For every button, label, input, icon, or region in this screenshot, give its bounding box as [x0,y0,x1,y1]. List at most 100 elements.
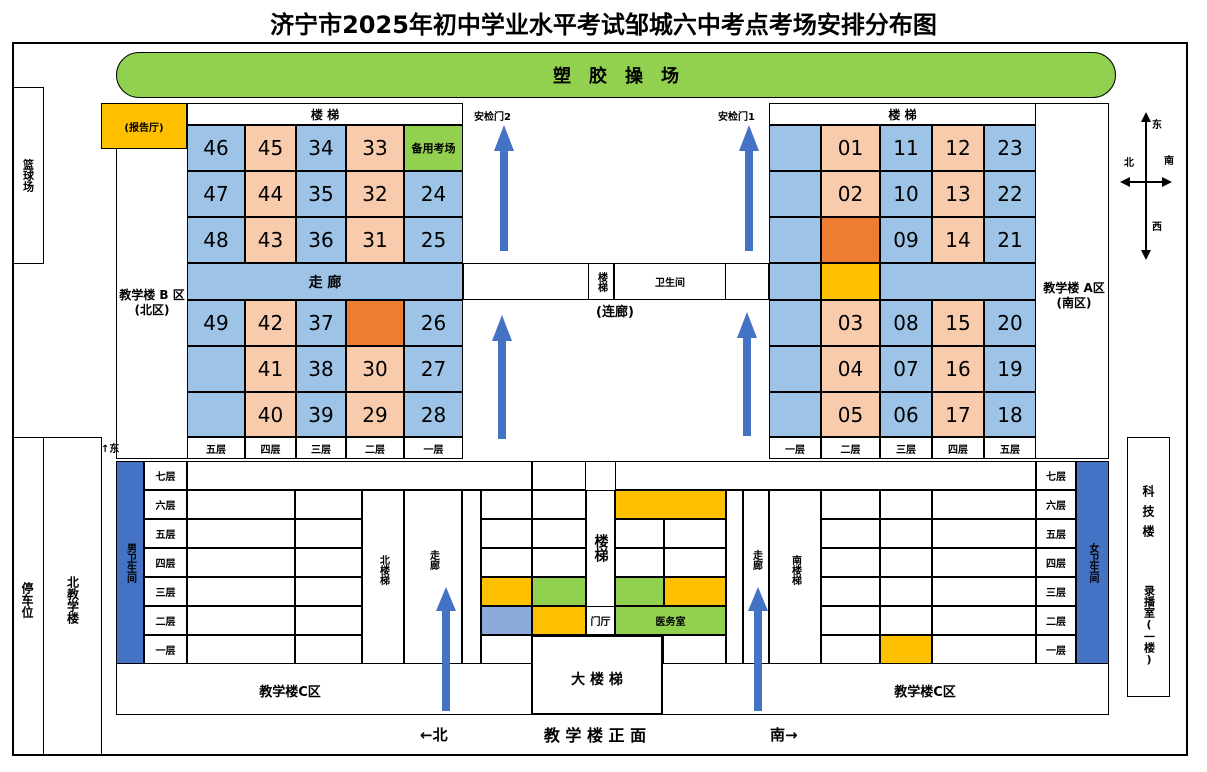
room-22: 22 [984,171,1036,217]
room-07: 07 [880,346,932,392]
c-floor-label: 六层 [1036,490,1076,519]
room-44: 44 [245,171,296,217]
room-13: 13 [932,171,984,217]
a-orange-room [821,217,880,263]
room-36: 36 [296,217,346,263]
building-a-grid: 01 11 12 23 02 10 13 22 09 14 21 03 08 1… [769,125,1036,437]
room-25: 25 [404,217,463,263]
arrow-up-icon [494,125,514,251]
b-blank-room [187,346,245,392]
compass-icon [1120,112,1172,260]
building-a-label: 教学楼 A区 (南区) [1043,281,1105,310]
arrow-up-icon [436,587,456,711]
north-building-label: 北教学楼 [65,576,80,624]
room-16: 16 [932,346,984,392]
c-floor-label: 一层 [1036,635,1076,664]
room-08: 08 [880,300,932,346]
east-marker: ↑东 [101,444,120,455]
c-floor-label: 三层 [1036,577,1076,606]
room-49: 49 [187,300,245,346]
room-39: 39 [296,392,346,437]
a-corridor-left [769,263,821,300]
big-stairs: 大 楼 梯 [531,635,663,715]
a-floor-label: 一层 [769,437,821,459]
room-37: 37 [296,300,346,346]
building-c-label-right: 教学楼C区 [894,684,956,700]
north-direction: ←北 [420,726,448,744]
room-01: 01 [821,125,880,171]
arrow-up-icon [739,125,759,251]
c-corridor-south: 走廊 [750,550,762,570]
a-corridor [880,263,1036,300]
report-hall: (报告厅) [101,103,187,149]
c-floor-label: 二层 [1036,606,1076,635]
c-floor-label: 七层 [1036,461,1076,490]
map-frame [12,42,1188,756]
b-floor-label: 二层 [346,437,404,459]
room-33: 33 [346,125,404,171]
c-corridor-north: 走廊 [427,550,439,570]
c-right-floors: 七层 六层 五层 四层 三层 二层 一层 [1036,461,1076,664]
a-yellow-block [821,263,880,300]
compass-south: 南 [1164,156,1174,167]
c-floor-label: 一层 [144,635,187,664]
room-12: 12 [932,125,984,171]
c-floor-label: 五层 [1036,519,1076,548]
a-stairs: 楼 梯 [769,103,1036,125]
connector-stairs-label: 楼梯 [595,271,607,292]
room-24: 24 [404,171,463,217]
room-09: 09 [880,217,932,263]
compass-west: 西 [1152,222,1162,233]
record-room-label: 录播室(一楼) [1142,584,1156,666]
building-c-label-left: 教学楼C区 [259,684,321,700]
room-27: 27 [404,346,463,392]
a-blank-room [769,300,821,346]
b-floor-label: 三层 [296,437,346,459]
a-blank-room [769,346,821,392]
backup-room: 备用考场 [404,125,463,171]
c-floor-label: 三层 [144,577,187,606]
room-35: 35 [296,171,346,217]
room-43: 43 [245,217,296,263]
c-floor-label: 四层 [1036,548,1076,577]
room-05: 05 [821,392,880,437]
female-toilet: 女卫生间 [1087,542,1098,583]
b-corridor: 走 廊 [187,263,463,300]
parking-label: 停车位 [20,582,34,618]
b-blank-room [187,392,245,437]
b-orange-room [346,300,404,346]
room-18: 18 [984,392,1036,437]
a-floor-label: 二层 [821,437,880,459]
room-31: 31 [346,217,404,263]
room-47: 47 [187,171,245,217]
a-floor-label: 五层 [984,437,1036,459]
south-direction: 南→ [770,726,798,744]
b-floor-label: 五层 [187,437,245,459]
a-blank-room [769,392,821,437]
room-20: 20 [984,300,1036,346]
building-b-label: 教学楼 B 区 (北区) [119,288,197,317]
room-15: 15 [932,300,984,346]
c-floor-label: 四层 [144,548,187,577]
tech-building-label: 科技楼 [1141,485,1155,545]
compass-east: 东 [1152,120,1162,131]
room-29: 29 [346,392,404,437]
gate-1-label: 安检门1 [718,112,755,123]
male-toilet: 男卫生间 [124,542,136,583]
room-17: 17 [932,392,984,437]
room-10: 10 [880,171,932,217]
arrow-up-icon [492,315,512,439]
c-floor-label: 五层 [144,519,187,548]
clinic: 医务室 [615,606,726,635]
b-floor-label: 一层 [404,437,463,459]
room-06: 06 [880,392,932,437]
a-blank-room [769,125,821,171]
a-floor-label: 三层 [880,437,932,459]
south-stairs: 南楼梯 [789,555,801,585]
a-blank-room [769,217,821,263]
page-title: 济宁市2025年初中学业水平考试邹城六中考点考场安排分布图 [270,10,937,39]
building-b-grid: 46 45 34 33 备用考场 47 44 35 32 24 48 43 36… [187,125,463,437]
a-floor-label: 四层 [932,437,984,459]
room-28: 28 [404,392,463,437]
room-48: 48 [187,217,245,263]
